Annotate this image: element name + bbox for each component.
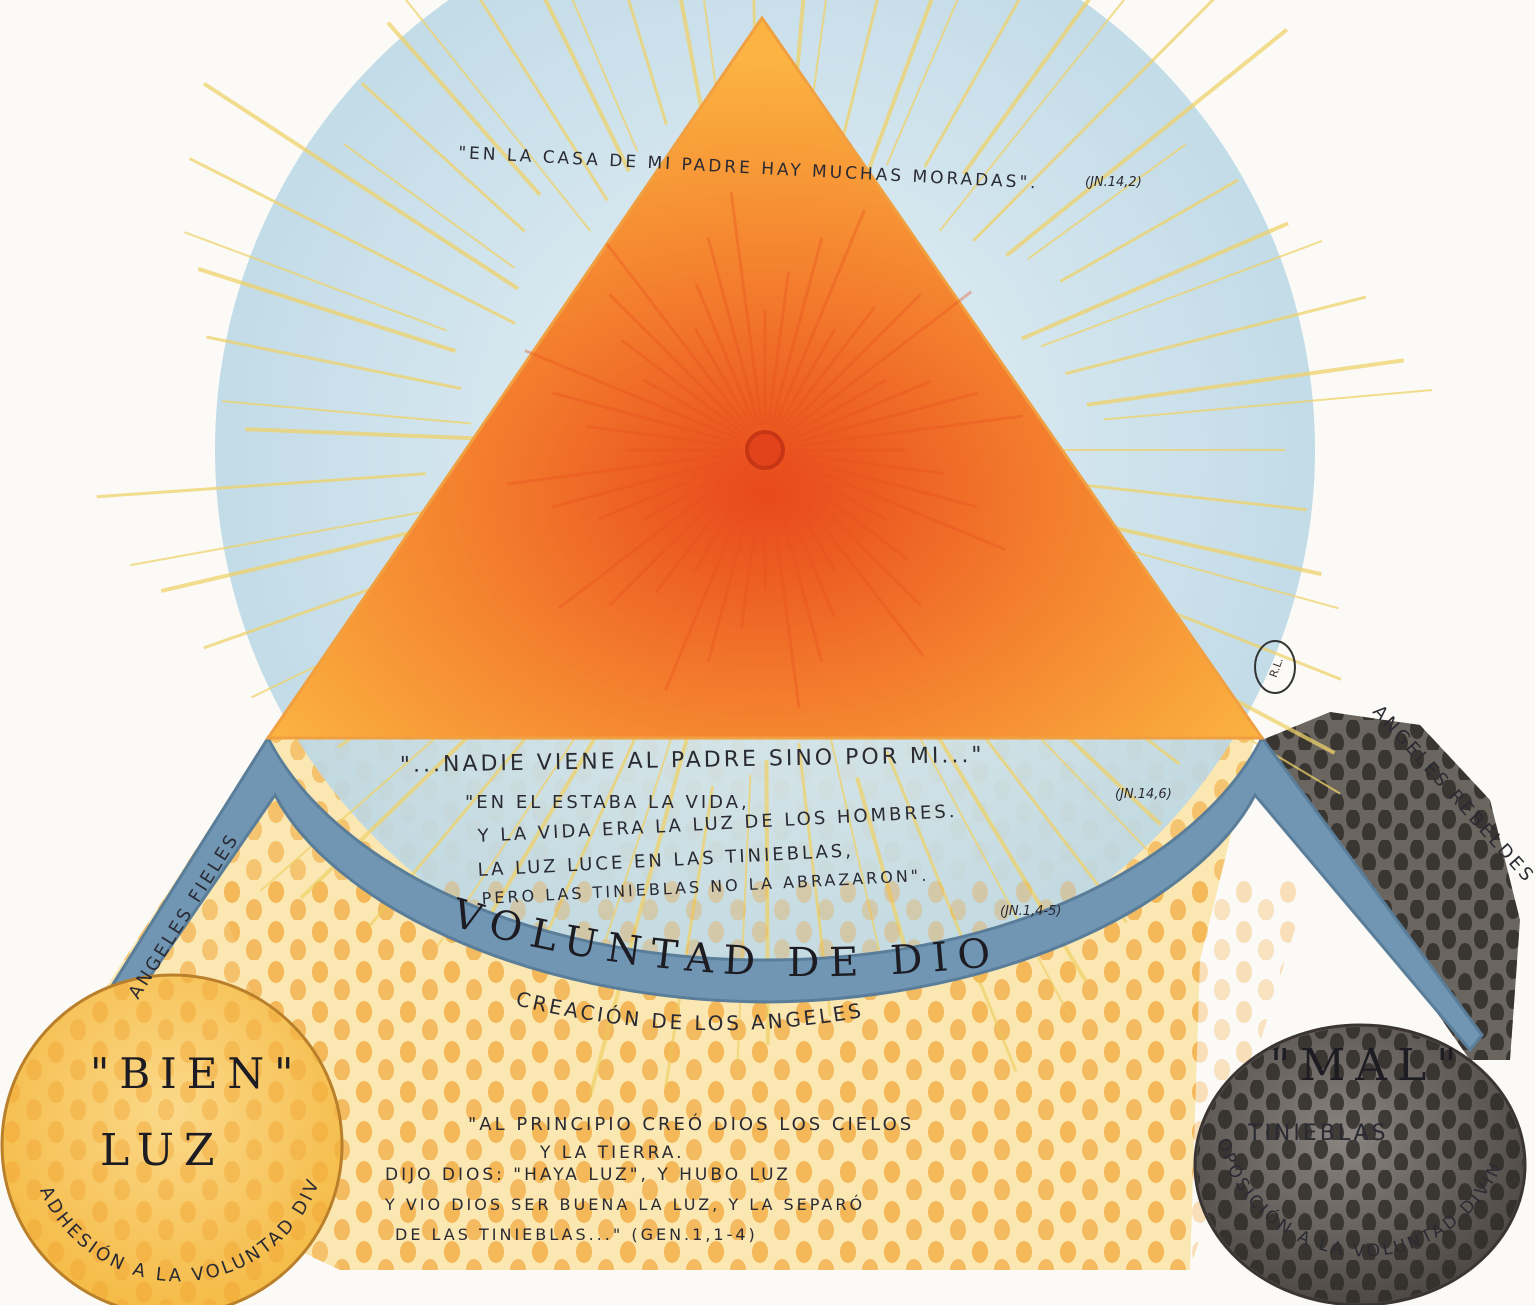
good-label: "BIEN"	[90, 1049, 304, 1098]
evil-label: "MAL"	[1270, 1040, 1467, 1091]
john-line: "EN EL ESTABA LA VIDA,	[465, 792, 750, 813]
john-ref: (JN.1,4-5)	[1000, 904, 1061, 919]
genesis-line: DE LAS TINIEBLAS..." (GEN.1,1-4)	[395, 1225, 758, 1244]
quote-top-ref: (JN.14,2)	[1085, 175, 1142, 190]
genesis-line: "AL PRINCIPIO CREÓ DIOS LOS CIELOS	[468, 1113, 914, 1135]
quote-mid-ref: (JN.14,6)	[1115, 787, 1172, 802]
genesis-line: Y LA TIERRA.	[539, 1143, 685, 1163]
darkness-label: TINIEBLAS	[1247, 1121, 1389, 1146]
light-label: LUZ	[100, 1125, 224, 1176]
genesis-line: Y VIO DIOS SER BUENA LA LUZ, Y LA SEPARÓ	[384, 1195, 865, 1214]
genesis-line: DIJO DIOS: "HAYA LUZ", Y HUBO LUZ	[385, 1165, 791, 1185]
center-eye	[747, 432, 783, 468]
